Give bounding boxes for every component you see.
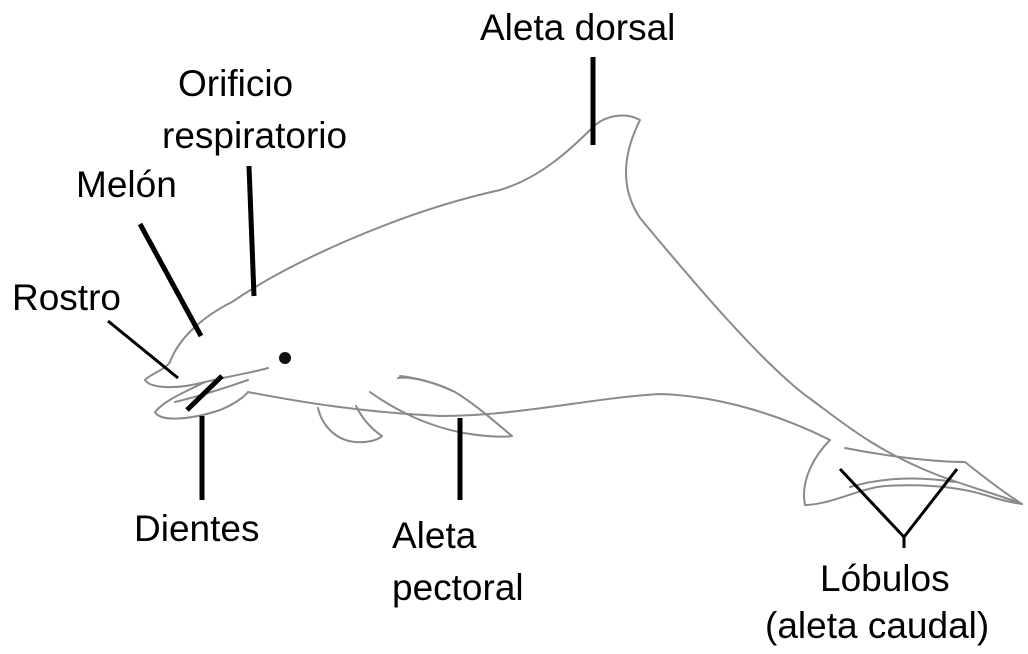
label-aleta-dorsal: Aleta dorsal xyxy=(480,6,675,49)
dolphin-belly-outline xyxy=(248,392,830,440)
label-melon: Melón xyxy=(76,163,177,206)
dolphin-back-outline xyxy=(170,116,1022,504)
leader-orificio-respiratorio xyxy=(249,166,254,296)
label-dientes: Dientes xyxy=(134,507,259,550)
eye xyxy=(279,352,291,364)
label-orificio-line2: respiratorio xyxy=(162,114,347,157)
label-aleta-pectoral-line2: pectoral xyxy=(392,566,524,609)
label-lobulos-line2: (aleta caudal) xyxy=(765,604,989,647)
leader-melon xyxy=(140,224,201,336)
label-rostro: Rostro xyxy=(12,276,121,319)
leader-rostro xyxy=(108,321,178,378)
label-orificio-line1: Orificio xyxy=(178,62,293,105)
label-lobulos-line1: Lóbulos xyxy=(820,557,950,600)
tail-fluke-outline xyxy=(804,440,1022,505)
label-aleta-pectoral-line1: Aleta xyxy=(392,514,476,557)
